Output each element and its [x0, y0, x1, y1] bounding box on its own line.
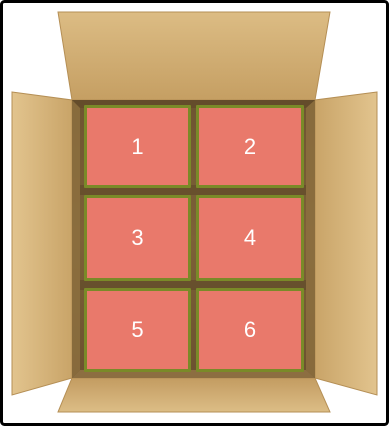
- slot-label: 5: [131, 317, 143, 343]
- slot-1: 1: [84, 105, 191, 188]
- top-flap: [58, 12, 330, 100]
- slot-label: 1: [131, 134, 143, 160]
- bottom-flap: [58, 378, 330, 412]
- slot-3: 3: [84, 195, 191, 281]
- slot-label: 6: [244, 317, 256, 343]
- right-flap: [315, 92, 377, 395]
- slot-label: 3: [131, 225, 143, 251]
- slot-label: 4: [244, 225, 256, 251]
- slot-2: 2: [196, 105, 304, 188]
- slot-4: 4: [196, 195, 304, 281]
- slot-6: 6: [196, 288, 304, 372]
- slot-5: 5: [84, 288, 191, 372]
- left-flap: [12, 92, 72, 395]
- slot-label: 2: [244, 134, 256, 160]
